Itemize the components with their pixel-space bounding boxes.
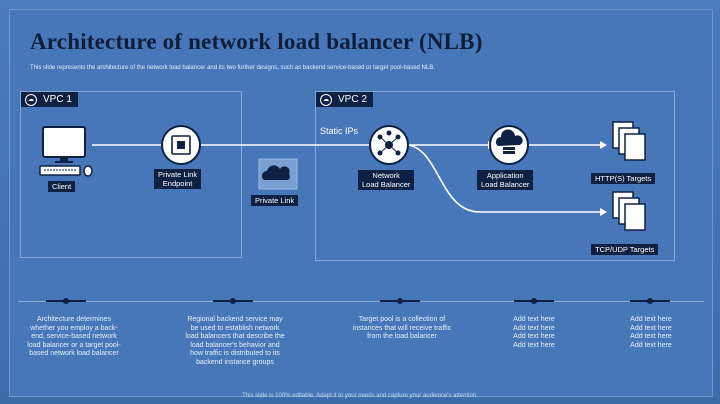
http-targets-label: HTTP(S) Targets (591, 173, 656, 184)
slide-frame (9, 9, 713, 397)
private-link-label: Private Link (251, 195, 299, 206)
description-3: Target pool is a collection of instances… (352, 316, 452, 341)
footer-note: This slide is 100% editable. Adapt it to… (242, 393, 478, 399)
page-subtitle: This slide represents the architecture o… (30, 65, 435, 71)
description-1: Architecture determines whether you empl… (27, 316, 121, 358)
network-hub-icon (369, 125, 409, 165)
timeline-dot (230, 298, 236, 304)
cloud-icon: ☁ (25, 93, 37, 106)
timeline-dot (531, 298, 537, 304)
timeline-line (18, 301, 704, 302)
documents-icon-tcp (612, 191, 646, 231)
page-title: Architecture of network load balancer (N… (30, 29, 483, 54)
cloud-server-icon (489, 125, 529, 165)
application-lb-label: Application Load Balancer (477, 170, 534, 190)
client-label: Client (48, 181, 76, 192)
private-link-cloud-icon (258, 158, 298, 190)
cloud-icon: ☁ (320, 93, 332, 106)
arrow-tcp (600, 208, 607, 216)
vpc2-box: ☁ VPC 2 (315, 91, 675, 261)
tcp-targets-label: TCP/UDP Targets (591, 244, 659, 255)
vpc2-tag: ☁ VPC 2 (316, 92, 373, 107)
description-2: Regional backend service may be used to … (185, 316, 285, 366)
chip-icon (161, 125, 201, 165)
arrow-http (600, 141, 607, 149)
vpc2-label: VPC 2 (338, 94, 367, 105)
timeline-dot (647, 298, 653, 304)
monitor-icon (39, 126, 93, 177)
line-nlb-tcp (407, 144, 600, 213)
description-4: Add text here Add text here Add text her… (513, 316, 555, 349)
network-lb-label: Network Load Balancer (358, 170, 415, 190)
vpc1-label: VPC 1 (43, 94, 72, 105)
vpc1-tag: ☁ VPC 1 (21, 92, 78, 107)
documents-icon-http (612, 121, 646, 161)
private-link-endpoint-label: Private Link Endpoint (154, 169, 202, 189)
static-ips-label: Static IPs (320, 126, 359, 136)
description-5: Add text here Add text here Add text her… (630, 316, 672, 349)
timeline-dot (63, 298, 69, 304)
vpc1-box: ☁ VPC 1 (20, 91, 242, 258)
timeline-dot (397, 298, 403, 304)
